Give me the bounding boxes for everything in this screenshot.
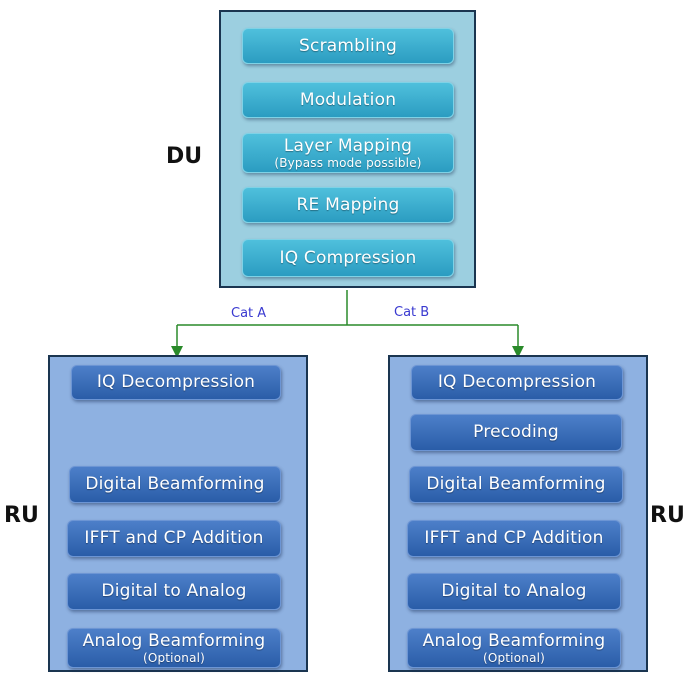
du-modulation-block: Modulation — [242, 82, 454, 118]
ru-left-analog-beamforming-block: Analog Beamforming (Optional) — [67, 628, 281, 668]
block-title: Analog Beamforming — [82, 630, 266, 651]
du-panel: Scrambling Modulation Layer Mapping (Byp… — [219, 10, 476, 288]
block-title: Scrambling — [299, 35, 397, 56]
block-title: IQ Compression — [279, 247, 417, 268]
du-scrambling-block: Scrambling — [242, 28, 454, 64]
du-re-mapping-block: RE Mapping — [242, 187, 454, 223]
block-subtitle: (Optional) — [142, 650, 206, 665]
block-title: Digital Beamforming — [426, 474, 606, 494]
block-title: Modulation — [299, 89, 397, 110]
block-title: Precoding — [473, 422, 559, 442]
ru-left-panel: IQ Decompression Digital Beamforming IFF… — [48, 355, 308, 672]
ru-left-digital-beamforming-block: Digital Beamforming — [69, 466, 281, 503]
block-subtitle: (Bypass mode possible) — [274, 155, 422, 170]
ru-right-digital-to-analog-block: Digital to Analog — [407, 573, 621, 610]
block-title: IFFT and CP Addition — [84, 528, 264, 548]
block-title: Analog Beamforming — [422, 630, 606, 651]
block-title: Digital to Analog — [101, 581, 247, 601]
block-title: RE Mapping — [296, 194, 400, 215]
ru-right-ifft-cp-block: IFFT and CP Addition — [407, 520, 621, 557]
ru-left-iq-decompression-block: IQ Decompression — [71, 365, 281, 400]
block-subtitle: (Optional) — [482, 650, 546, 665]
block-title: IFFT and CP Addition — [424, 528, 604, 548]
block-title: IQ Decompression — [437, 372, 597, 392]
block-title: IQ Decompression — [96, 372, 256, 392]
ru-left-digital-to-analog-block: Digital to Analog — [67, 573, 281, 610]
cat-a-label: Cat A — [231, 306, 267, 321]
ru-left-ifft-cp-block: IFFT and CP Addition — [67, 520, 281, 557]
ru-right-precoding-block: Precoding — [410, 414, 622, 451]
du-iq-compression-block: IQ Compression — [242, 239, 454, 277]
ru-right-analog-beamforming-block: Analog Beamforming (Optional) — [407, 628, 621, 668]
ru-right-label: RU — [650, 503, 684, 528]
block-title: Digital Beamforming — [85, 474, 265, 494]
du-label: DU — [166, 144, 203, 169]
block-title: Layer Mapping — [283, 135, 413, 156]
cat-b-label: Cat B — [394, 305, 430, 320]
du-layer-mapping-block: Layer Mapping (Bypass mode possible) — [242, 133, 454, 173]
ru-right-digital-beamforming-block: Digital Beamforming — [409, 466, 623, 503]
ru-right-iq-decompression-block: IQ Decompression — [411, 365, 623, 400]
ru-left-label: RU — [4, 503, 39, 528]
block-title: Digital to Analog — [441, 581, 587, 601]
ru-right-panel: IQ Decompression Precoding Digital Beamf… — [388, 355, 648, 672]
